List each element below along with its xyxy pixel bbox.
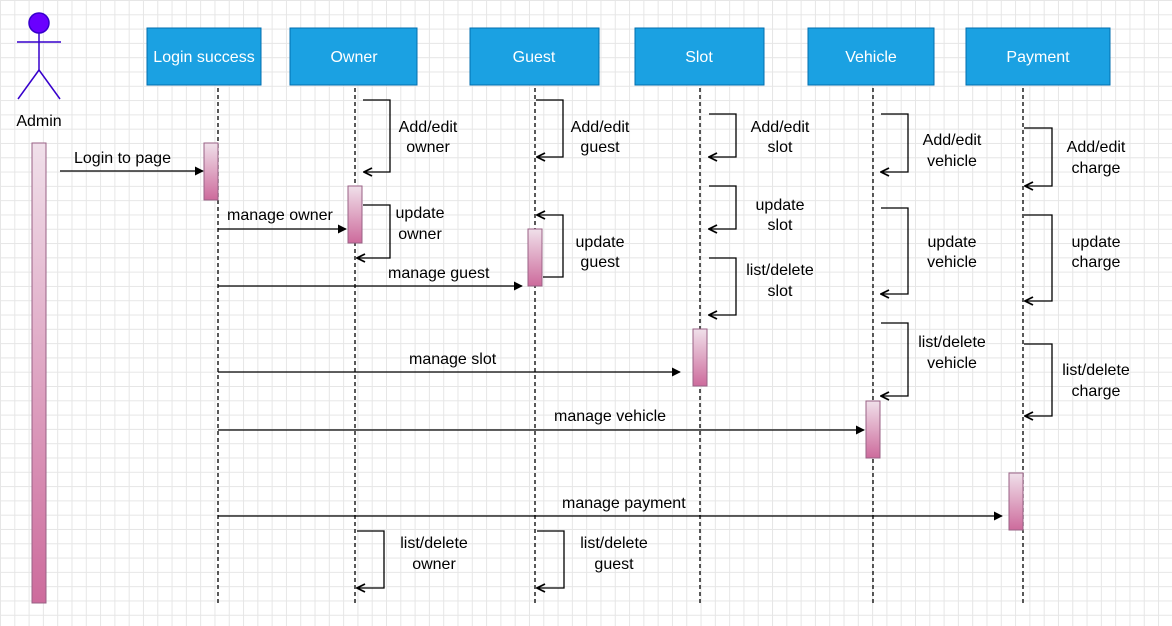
activation-guest	[527, 228, 543, 287]
message-manage-guest: manage guest	[218, 265, 523, 291]
lifeline-payment: Payment	[965, 27, 1111, 603]
message-label: manage owner	[227, 207, 334, 224]
message-manage-payment: manage payment	[218, 495, 1003, 521]
lifeline-login: Login success	[146, 27, 262, 603]
message-manage-owner: manage owner	[218, 207, 347, 234]
lifeline-label-owner: Owner	[330, 49, 378, 66]
lifeline-header-guest	[469, 27, 600, 86]
message-label: Login to page	[74, 150, 171, 167]
lifeline-guest: Guest	[469, 27, 600, 603]
lifeline-label-payment: Payment	[1006, 49, 1070, 66]
lifeline-vehicle: Vehicle	[807, 27, 935, 603]
activation-vehicle	[865, 400, 881, 459]
lifeline-label-vehicle: Vehicle	[845, 49, 897, 66]
admin-activation	[31, 142, 47, 604]
activation-payment	[1008, 472, 1024, 531]
actor-left-leg	[17, 69, 40, 100]
lifeline-slot: Slot	[634, 27, 765, 603]
lifeline-header-payment	[965, 27, 1111, 86]
activation-login	[203, 142, 219, 201]
message-manage-slot: manage slot	[218, 351, 681, 377]
actor-head	[28, 12, 50, 34]
activation-owner	[347, 185, 363, 244]
admin-actor: Admin	[16, 12, 62, 130]
lifeline-header-login	[146, 27, 262, 86]
message-label: manage guest	[388, 265, 490, 282]
lifeline-label-guest: Guest	[513, 49, 556, 66]
message-label: manage slot	[409, 351, 497, 368]
lifeline-owner: Owner	[289, 27, 418, 603]
lifeline-header-owner	[289, 27, 418, 86]
message-label: manage vehicle	[554, 408, 666, 425]
lifeline-header-vehicle	[807, 27, 935, 86]
lifeline-header-slot	[634, 27, 765, 86]
lifeline-label-slot: Slot	[685, 49, 713, 66]
message-manage-vehicle: manage vehicle	[218, 408, 865, 435]
activation-slot	[692, 328, 708, 387]
message-label: manage payment	[562, 495, 686, 512]
actor-right-leg	[38, 69, 61, 100]
lifeline-label-login: Login success	[153, 49, 254, 66]
message-login-to-page: Login to page	[60, 150, 204, 176]
actor-label: Admin	[16, 113, 61, 130]
